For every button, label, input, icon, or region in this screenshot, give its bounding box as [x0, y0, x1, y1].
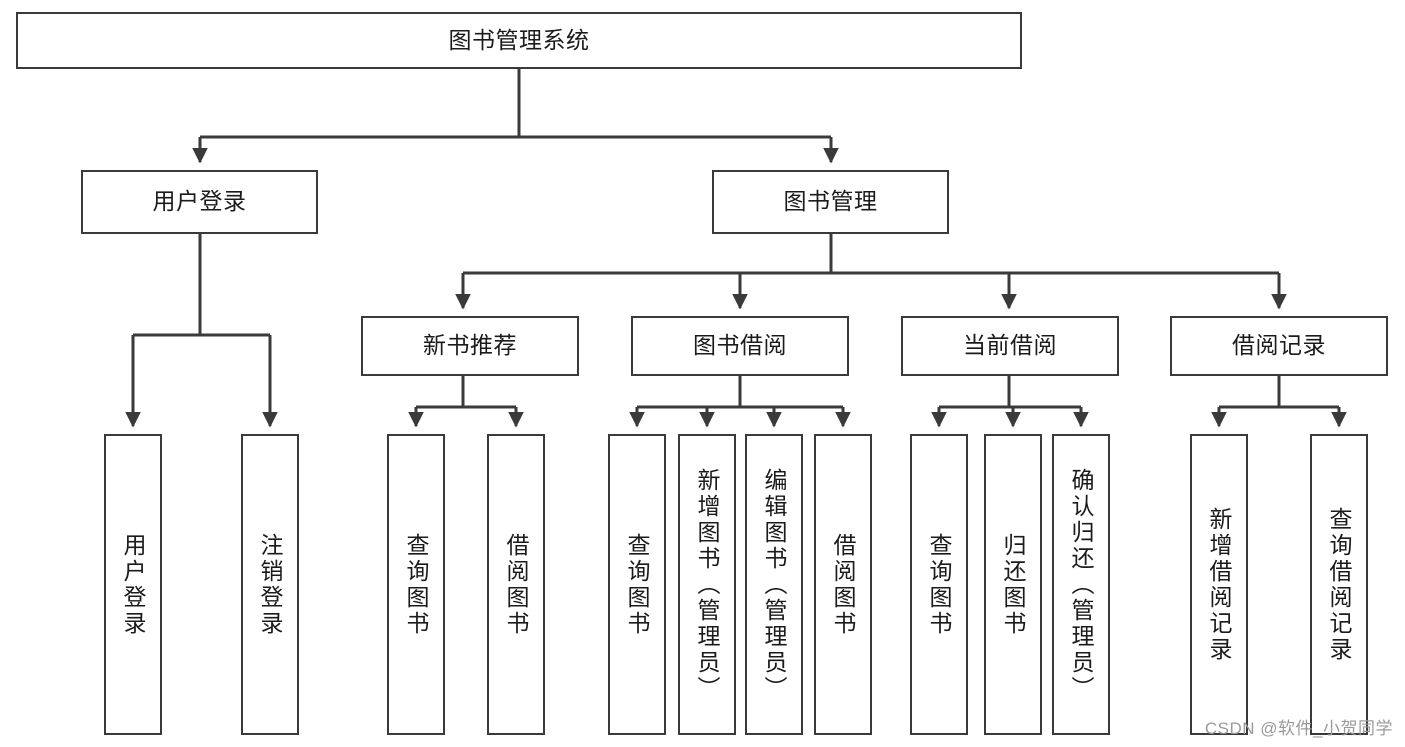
- node-leaf-edit-book-admin[interactable]: 编辑图书（管理员）: [745, 434, 803, 735]
- node-book-borrow[interactable]: 图书借阅: [631, 316, 849, 376]
- node-root[interactable]: 图书管理系统: [16, 12, 1022, 69]
- node-leaf-query-book-recommend-label: 查询图书: [403, 532, 430, 637]
- node-leaf-query-book-recommend[interactable]: 查询图书: [387, 434, 445, 735]
- node-leaf-user-login[interactable]: 用户登录: [104, 434, 162, 735]
- node-borrow-record-label: 借阅记录: [1232, 332, 1326, 359]
- node-leaf-add-borrow-record[interactable]: 新增借阅记录: [1190, 434, 1248, 735]
- node-leaf-query-book-borrow[interactable]: 查询图书: [608, 434, 666, 735]
- node-borrow-record[interactable]: 借阅记录: [1170, 316, 1388, 376]
- node-leaf-logout-label: 注销登录: [257, 532, 284, 637]
- node-leaf-add-borrow-record-label: 新增借阅记录: [1206, 506, 1233, 663]
- node-current-borrow[interactable]: 当前借阅: [901, 316, 1119, 376]
- node-leaf-confirm-return-admin-label: 确认归还（管理员）: [1068, 467, 1095, 702]
- node-leaf-query-borrow-record[interactable]: 查询借阅记录: [1310, 434, 1368, 735]
- node-leaf-borrow-book[interactable]: 借阅图书: [814, 434, 872, 735]
- node-new-book-recommend[interactable]: 新书推荐: [361, 316, 579, 376]
- node-leaf-add-book-admin-label: 新增图书（管理员）: [694, 467, 721, 702]
- node-leaf-return-book[interactable]: 归还图书: [984, 434, 1042, 735]
- node-user-login-label: 用户登录: [152, 188, 247, 215]
- node-current-borrow-label: 当前借阅: [963, 332, 1057, 359]
- node-leaf-query-book-borrow-label: 查询图书: [624, 532, 651, 637]
- node-leaf-confirm-return-admin[interactable]: 确认归还（管理员）: [1052, 434, 1110, 735]
- node-book-manage-label: 图书管理: [783, 188, 878, 215]
- node-leaf-query-book-current-label: 查询图书: [926, 532, 953, 637]
- node-book-borrow-label: 图书借阅: [693, 332, 787, 359]
- csdn-watermark: CSDN @软件_小贺同学: [1204, 719, 1393, 738]
- node-root-label: 图书管理系统: [448, 26, 590, 53]
- node-leaf-return-book-label: 归还图书: [1000, 532, 1027, 637]
- node-leaf-user-login-label: 用户登录: [120, 532, 147, 637]
- node-leaf-query-borrow-record-label: 查询借阅记录: [1326, 506, 1353, 663]
- node-leaf-borrow-book-recommend[interactable]: 借阅图书: [487, 434, 545, 735]
- node-user-login[interactable]: 用户登录: [81, 170, 318, 234]
- node-book-manage[interactable]: 图书管理: [712, 170, 949, 234]
- node-leaf-borrow-book-recommend-label: 借阅图书: [503, 532, 530, 637]
- node-leaf-logout[interactable]: 注销登录: [241, 434, 299, 735]
- node-leaf-edit-book-admin-label: 编辑图书（管理员）: [761, 467, 788, 702]
- node-leaf-query-book-current[interactable]: 查询图书: [910, 434, 968, 735]
- node-new-book-recommend-label: 新书推荐: [423, 332, 517, 359]
- node-leaf-add-book-admin[interactable]: 新增图书（管理员）: [678, 434, 736, 735]
- node-leaf-borrow-book-label: 借阅图书: [830, 532, 857, 637]
